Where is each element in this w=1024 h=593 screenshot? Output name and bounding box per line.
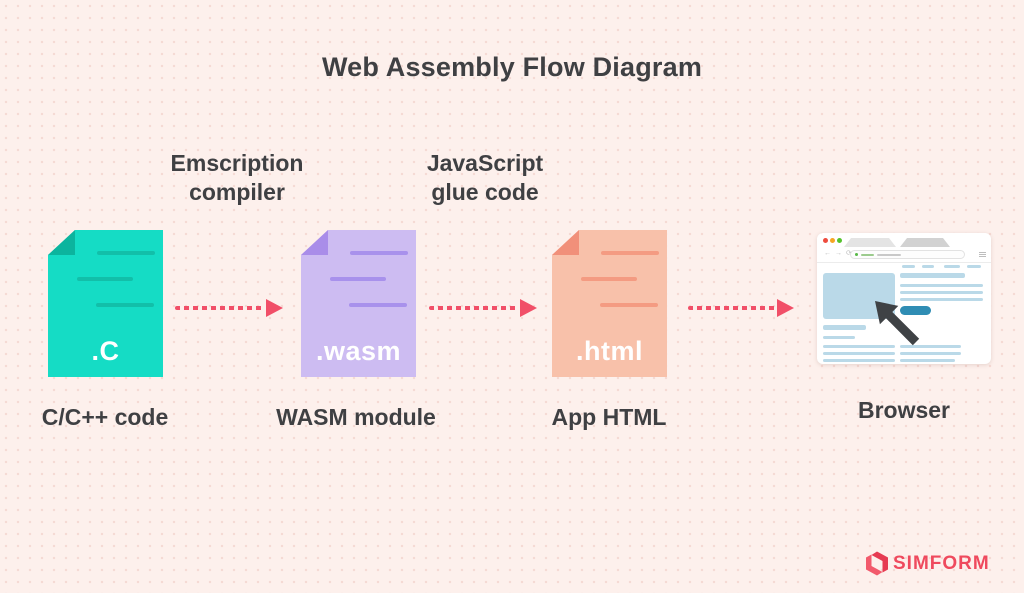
file-text-line (330, 277, 386, 281)
arrow-label-javascript: JavaScript glue code (385, 149, 585, 207)
content-line (900, 284, 983, 287)
cursor-icon (875, 301, 920, 346)
flow-arrow-1 (175, 299, 283, 317)
browser-tab (844, 238, 896, 247)
content-heading-bar (900, 273, 965, 278)
url-text-stub (877, 253, 901, 256)
content-line (900, 352, 961, 355)
arrowhead-icon (777, 299, 794, 317)
arrowhead-icon (520, 299, 537, 317)
simform-logo: SIMFORM (866, 551, 990, 576)
file-icon-wasm: .wasm (301, 230, 416, 377)
file-icon-c: .C (48, 230, 163, 377)
traffic-light-red-icon (823, 238, 828, 243)
simform-logo-text: SIMFORM (893, 552, 990, 574)
content-line (823, 345, 895, 348)
arrow-label-line1: Emscription (170, 150, 304, 176)
cta-button-placeholder (900, 306, 931, 315)
file-extension-label: .C (91, 336, 120, 366)
caption-c-code: C/C++ code (41, 404, 169, 430)
dotted-line (688, 306, 776, 310)
caption-wasm: WASM module (276, 404, 436, 430)
arrow-label-emscription: Emscription compiler (137, 149, 337, 207)
browser-nav-icons: ← → ⟳ (824, 249, 852, 259)
url-field (850, 250, 965, 259)
file-extension-label: .html (576, 336, 643, 366)
content-line (900, 291, 983, 294)
file-text-line (96, 303, 154, 307)
browser-tab (900, 238, 950, 247)
arrow-label-line2: glue code (431, 179, 539, 205)
back-icon: ← (824, 250, 831, 257)
caption-browser: Browser (857, 397, 951, 423)
simform-logo-icon (866, 551, 888, 576)
dotted-line (429, 306, 519, 310)
flow-arrow-3 (688, 299, 794, 317)
browser-address-bar: ← → ⟳ (817, 247, 991, 263)
menu-icon (979, 252, 986, 258)
file-text-line (581, 277, 637, 281)
content-line (823, 359, 895, 362)
content-line (900, 298, 983, 301)
file-text-line (600, 303, 658, 307)
page-title: Web Assembly Flow Diagram (321, 52, 703, 82)
file-text-line (97, 251, 155, 255)
file-text-line (77, 277, 133, 281)
traffic-light-yellow-icon (830, 238, 835, 243)
arrow-label-line2: compiler (189, 179, 285, 205)
content-line (967, 265, 981, 268)
forward-icon: → (835, 250, 842, 257)
dotted-line (175, 306, 265, 310)
traffic-light-green-icon (837, 238, 842, 243)
content-line (944, 265, 960, 268)
content-line (902, 265, 915, 268)
arrow-label-line1: JavaScript (426, 150, 544, 176)
file-fold-corner (301, 230, 328, 255)
secure-lock-icon (855, 253, 858, 256)
file-text-line (350, 251, 408, 255)
content-line (900, 345, 961, 348)
file-fold-corner (552, 230, 579, 255)
content-line (823, 352, 895, 355)
content-line (922, 265, 934, 268)
file-fold-corner (48, 230, 75, 255)
content-line (823, 336, 855, 339)
caption-app-html: App HTML (551, 404, 667, 430)
refresh-icon: ⟳ (846, 250, 852, 257)
arrowhead-icon (266, 299, 283, 317)
file-text-line (601, 251, 659, 255)
flow-arrow-2 (429, 299, 537, 317)
file-extension-label: .wasm (315, 336, 402, 366)
file-icon-html: .html (552, 230, 667, 377)
browser-window-icon: ← → ⟳ (817, 233, 991, 364)
content-heading-bar (823, 325, 866, 330)
url-text-stub (861, 253, 874, 256)
file-text-line (349, 303, 407, 307)
content-line (900, 359, 955, 362)
